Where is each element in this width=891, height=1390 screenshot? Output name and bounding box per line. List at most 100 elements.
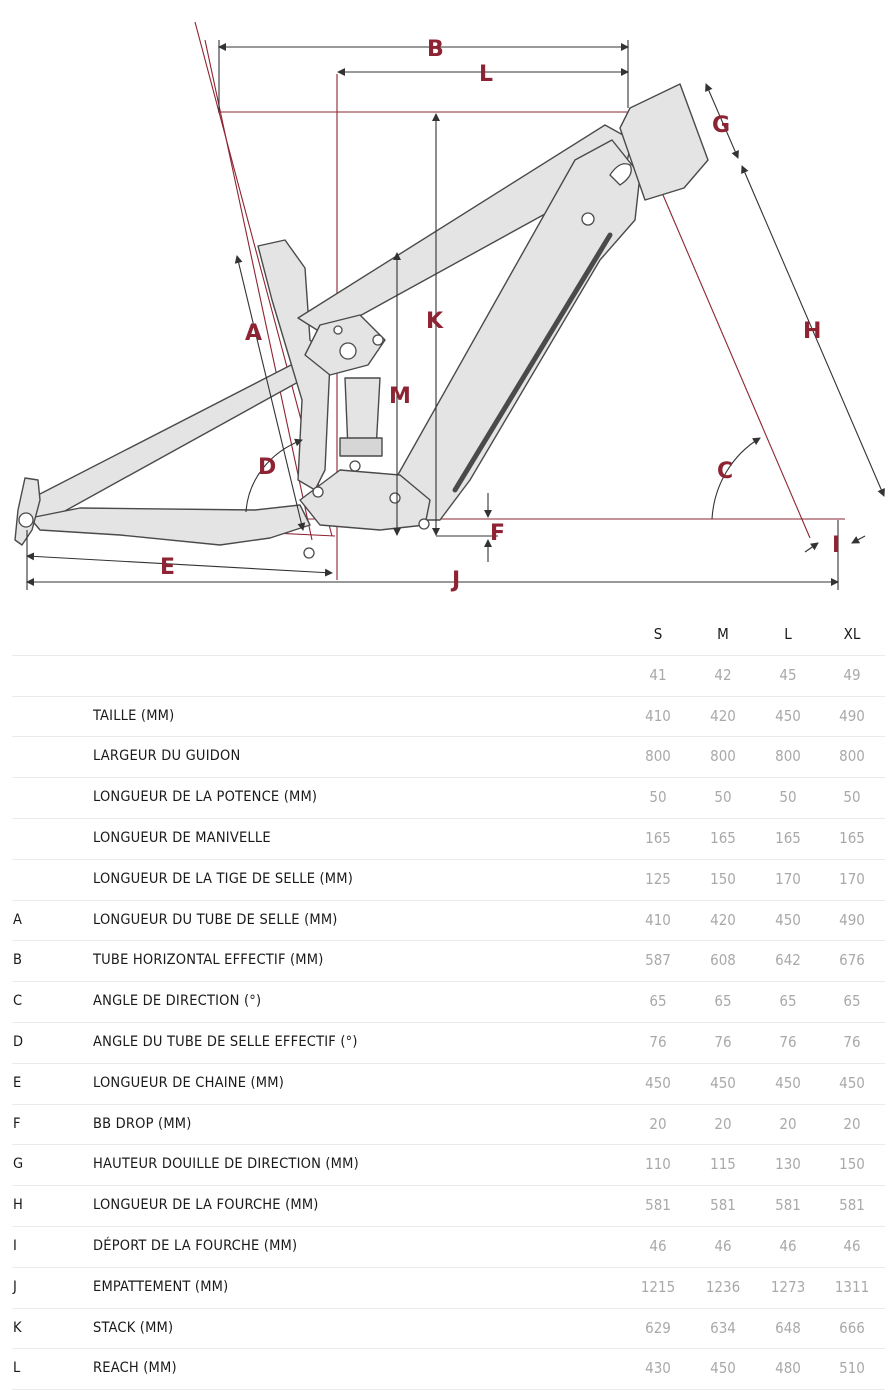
measurement-value: 50 — [649, 788, 667, 807]
measurement-value: 130 — [775, 1155, 801, 1174]
size-header: M — [717, 625, 729, 643]
measurement-value: 1215 — [640, 1277, 676, 1296]
measurement-value: 581 — [645, 1196, 671, 1215]
measurement-value: 480 — [775, 1359, 801, 1378]
measurement-value: 65 — [649, 992, 667, 1011]
measurement-value: 65 — [714, 992, 732, 1011]
measurement-value: 20 — [714, 1114, 732, 1133]
measurement-value: 65 — [779, 992, 797, 1011]
measurement-label: BB DROP (MM) — [93, 1115, 192, 1132]
measurement-value: 634 — [710, 1318, 736, 1337]
measurement-value: 76 — [714, 1032, 732, 1051]
measurement-value: 608 — [710, 951, 736, 970]
table-header-row: S M L XL — [12, 615, 885, 656]
dimension-letter — [13, 697, 53, 737]
measurement-value: 65 — [843, 992, 861, 1011]
measurement-label — [93, 656, 613, 696]
measurement-value: 20 — [779, 1114, 797, 1133]
dimension-label-h: H — [803, 319, 821, 344]
dimension-letter: L — [13, 1360, 21, 1377]
measurement-value: 150 — [839, 1155, 865, 1174]
dimension-letter: K — [13, 1319, 22, 1336]
measurement-label: EMPATTEMENT (MM) — [93, 1278, 229, 1295]
measurement-value: 76 — [779, 1032, 797, 1051]
measurement-value: 50 — [714, 788, 732, 807]
dimension-label-l: L — [479, 62, 493, 87]
measurement-value: 410 — [645, 910, 671, 929]
measurement-value: 41 — [649, 665, 667, 684]
measurement-value: 420 — [710, 706, 736, 725]
dimension-letter: C — [13, 993, 23, 1010]
size-header: S — [653, 625, 663, 643]
measurement-value: 648 — [775, 1318, 801, 1337]
dimension-label-c: C — [717, 459, 733, 484]
dimension-label-b: B — [427, 37, 444, 62]
dimension-label-d: D — [258, 455, 276, 480]
measurement-value: 50 — [843, 788, 861, 807]
measurement-value: 450 — [775, 706, 801, 725]
measurement-value: 450 — [710, 1359, 736, 1378]
measurement-label: LARGEUR DU GUIDON — [93, 748, 241, 765]
measurement-value: 581 — [839, 1196, 865, 1215]
measurement-label: REACH (MM) — [93, 1360, 177, 1377]
dimension-label-k: K — [426, 309, 444, 334]
measurement-value: 1273 — [770, 1277, 806, 1296]
measurement-value: 76 — [649, 1032, 667, 1051]
measurement-value: 110 — [645, 1155, 671, 1174]
measurement-value: 581 — [775, 1196, 801, 1215]
measurement-value: 50 — [779, 788, 797, 807]
measurement-value: 450 — [775, 910, 801, 929]
measurement-value: 666 — [839, 1318, 865, 1337]
measurement-label: HAUTEUR DOUILLE DE DIRECTION (MM) — [93, 1156, 359, 1173]
measurement-label: LONGUEUR DE LA FOURCHE (MM) — [93, 1197, 319, 1214]
measurement-value: 165 — [645, 828, 671, 847]
dimension-letter — [13, 737, 53, 777]
measurement-value: 115 — [710, 1155, 736, 1174]
measurement-label: STACK (MM) — [93, 1319, 174, 1336]
measurement-label: TAILLE (MM) — [93, 707, 175, 724]
dimension-letter: F — [13, 1115, 21, 1132]
measurement-value: 629 — [645, 1318, 671, 1337]
measurement-value: 165 — [775, 828, 801, 847]
dimension-letter — [13, 860, 53, 900]
dimension-label-f: F — [490, 521, 505, 546]
table-row: C ANGLE DE DIRECTION (°) 65 65 65 65 — [12, 982, 885, 1023]
measurement-value: 49 — [843, 665, 861, 684]
dimension-letter: H — [13, 1197, 23, 1214]
measurement-value: 587 — [645, 951, 671, 970]
bike-frame — [14, 83, 709, 546]
dimension-label-e: E — [160, 555, 175, 580]
measurement-label: ANGLE DU TUBE DE SELLE EFFECTIF (°) — [93, 1033, 358, 1050]
dimension-letter: I — [13, 1237, 17, 1254]
measurement-label: LONGUEUR DU TUBE DE SELLE (MM) — [93, 911, 338, 928]
measurement-value: 150 — [710, 869, 736, 888]
measurement-value: 642 — [775, 951, 801, 970]
table-row: K STACK (MM) 629 634 648 666 — [12, 1309, 885, 1350]
dimension-label-i: I — [832, 533, 840, 558]
measurement-value: 42 — [714, 665, 732, 684]
frame-geometry-diagram: A B C D E F G H I J K L M — [0, 0, 891, 600]
measurement-value: 800 — [775, 747, 801, 766]
table-row: 41 42 45 49 — [12, 656, 885, 697]
measurement-value: 46 — [779, 1236, 797, 1255]
measurement-value: 45 — [779, 665, 797, 684]
measurement-label: TUBE HORIZONTAL EFFECTIF (MM) — [93, 952, 324, 969]
dimension-letters: A B C D E F G H I J K L M — [160, 37, 840, 593]
dimension-letter: D — [13, 1033, 24, 1050]
measurement-label: ANGLE DE DIRECTION (°) — [93, 993, 262, 1010]
measurement-value: 20 — [649, 1114, 667, 1133]
measurement-value: 165 — [839, 828, 865, 847]
dimension-label-m: M — [389, 384, 411, 409]
dimension-letter — [13, 778, 53, 818]
dimension-letter: A — [13, 911, 22, 928]
measurement-value: 125 — [645, 869, 671, 888]
dimension-letter — [13, 819, 53, 859]
measurement-value: 450 — [839, 1073, 865, 1092]
